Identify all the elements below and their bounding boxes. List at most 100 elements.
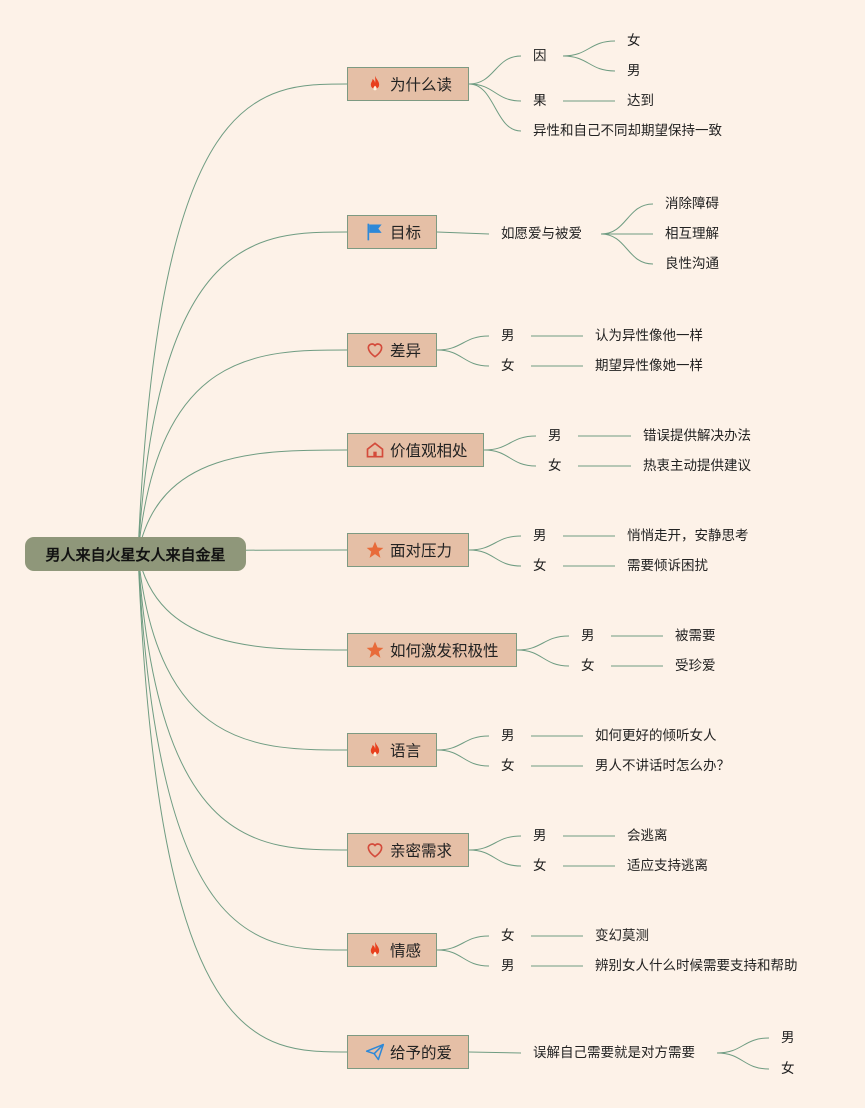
connector-line (137, 553, 348, 751)
subtopic[interactable]: 消除障碍 (665, 196, 719, 212)
subtopic[interactable]: 女 (548, 458, 562, 474)
subtopic[interactable]: 男 (581, 628, 595, 644)
connector-line (137, 553, 348, 851)
star-icon (365, 540, 385, 560)
subtopic[interactable]: 因 (533, 48, 547, 64)
connector-line (137, 553, 348, 1053)
subtopic[interactable]: 女 (501, 358, 515, 374)
topic-label: 目标 (390, 224, 422, 242)
connector-line (468, 55, 522, 85)
fire-icon (365, 940, 385, 960)
connector-line (137, 553, 348, 651)
subtopic[interactable]: 被需要 (675, 628, 716, 644)
connector-line (716, 1052, 770, 1070)
topic-label: 价值观相处 (390, 442, 468, 460)
topic-label: 面对压力 (390, 542, 453, 560)
connector-line (137, 349, 348, 555)
subtopic[interactable]: 达到 (627, 93, 654, 109)
subtopic[interactable]: 误解自己需要就是对方需要 (533, 1045, 695, 1061)
subtopic[interactable]: 女 (533, 558, 547, 574)
connector-line (436, 231, 490, 235)
subtopic[interactable]: 男 (501, 728, 515, 744)
subtopic[interactable]: 变幻莫测 (595, 928, 649, 944)
connector-line (468, 83, 522, 132)
subtopic[interactable]: 男 (501, 328, 515, 344)
flag-icon (365, 222, 385, 242)
topic-2[interactable]: 目标 (347, 215, 437, 249)
subtopic[interactable]: 女 (501, 928, 515, 944)
topic-10[interactable]: 给予的爱 (347, 1035, 469, 1069)
connector-line (137, 83, 348, 555)
heart-icon (365, 340, 385, 360)
subtopic[interactable]: 认为异性像他一样 (595, 328, 703, 344)
subtopic[interactable]: 辨别女人什么时候需要支持和帮助 (595, 958, 798, 974)
subtopic[interactable]: 男 (627, 63, 641, 79)
subtopic[interactable]: 女 (501, 758, 515, 774)
topic-label: 亲密需求 (390, 842, 453, 860)
connector-line (436, 935, 490, 951)
connector-line (468, 835, 522, 851)
topic-label: 差异 (390, 342, 422, 360)
subtopic[interactable]: 良性沟通 (665, 256, 719, 272)
heart-icon (365, 840, 385, 860)
topic-3[interactable]: 差异 (347, 333, 437, 367)
connector-line (483, 449, 537, 467)
root-topic[interactable]: 男人来自火星女人来自金星 (25, 537, 246, 571)
subtopic[interactable]: 男 (533, 528, 547, 544)
subtopic[interactable]: 男 (501, 958, 515, 974)
topic-label: 为什么读 (390, 76, 453, 94)
connector-line (516, 649, 570, 667)
connector-line (436, 735, 490, 751)
subtopic[interactable]: 相互理解 (665, 226, 719, 242)
topic-label: 给予的爱 (390, 1044, 453, 1062)
subtopic[interactable]: 男 (781, 1030, 795, 1046)
connector-line (468, 535, 522, 551)
subtopic[interactable]: 会逃离 (627, 828, 668, 844)
fire-icon (365, 740, 385, 760)
topic-7[interactable]: 语言 (347, 733, 437, 767)
subtopic[interactable]: 受珍爱 (675, 658, 716, 674)
topic-4[interactable]: 价值观相处 (347, 433, 484, 467)
subtopic[interactable]: 如何更好的倾听女人 (595, 728, 717, 744)
subtopic[interactable]: 需要倾诉困扰 (627, 558, 708, 574)
topic-label: 如何激发积极性 (390, 642, 499, 660)
subtopic[interactable]: 适应支持逃离 (627, 858, 708, 874)
subtopic[interactable]: 男 (548, 428, 562, 444)
connector-line (436, 949, 490, 967)
connector-line (600, 233, 654, 265)
subtopic[interactable]: 热衷主动提供建议 (643, 458, 751, 474)
connector-line (468, 1051, 522, 1054)
connector-line (600, 203, 654, 235)
subtopic[interactable]: 男人不讲话时怎么办？ (595, 758, 730, 774)
topic-label: 语言 (390, 742, 422, 760)
send-icon (365, 1042, 385, 1062)
connector-line (137, 553, 348, 951)
topic-5[interactable]: 面对压力 (347, 533, 469, 567)
fire-icon (365, 74, 385, 94)
subtopic[interactable]: 异性和自己不同却期望保持一致 (533, 123, 722, 139)
topic-1[interactable]: 为什么读 (347, 67, 469, 101)
topic-8[interactable]: 亲密需求 (347, 833, 469, 867)
topic-9[interactable]: 情感 (347, 933, 437, 967)
subtopic[interactable]: 女 (781, 1061, 795, 1077)
subtopic[interactable]: 期望异性像她一样 (595, 358, 703, 374)
subtopic[interactable]: 果 (533, 93, 547, 109)
connector-line (137, 231, 348, 555)
subtopic[interactable]: 悄悄走开，安静思考 (627, 528, 749, 544)
subtopic[interactable]: 女 (581, 658, 595, 674)
subtopic[interactable]: 男 (533, 828, 547, 844)
subtopic[interactable]: 如愿爱与被爱 (501, 226, 582, 242)
connector-line (436, 335, 490, 351)
connector-line (436, 749, 490, 767)
connector-line (468, 849, 522, 867)
connector-line (468, 549, 522, 567)
topic-6[interactable]: 如何激发积极性 (347, 633, 517, 667)
subtopic[interactable]: 女 (533, 858, 547, 874)
subtopic[interactable]: 女 (627, 33, 641, 49)
connector-line (562, 55, 616, 72)
subtopic[interactable]: 错误提供解决办法 (643, 428, 751, 444)
connector-line (483, 435, 537, 451)
topic-label: 情感 (390, 942, 422, 960)
